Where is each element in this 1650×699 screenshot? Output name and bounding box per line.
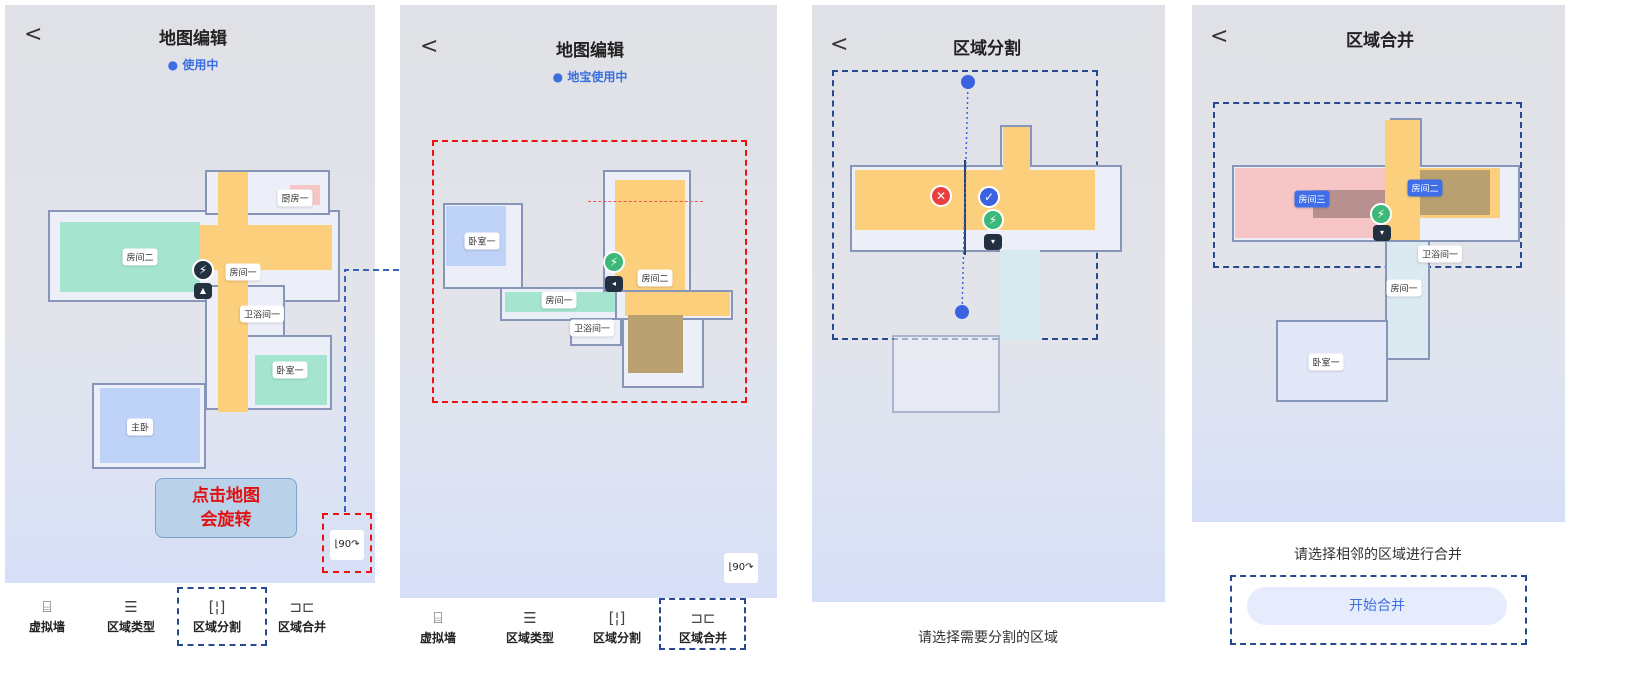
rotate-map-button[interactable]: ⌊90↷ [724,553,758,583]
merge-hint: 请选择相邻的区域进行合并 [1294,547,1462,563]
tool-label: 区域合并 [277,620,326,634]
callout-line: 会旋转 [200,510,252,530]
tool-area-merge[interactable]: ⊐⊏ 区域合并 [663,607,743,646]
split-handle[interactable] [961,75,975,89]
room-label[interactable]: 房间一 [225,263,261,281]
tool-label: 虚拟墙 [419,631,456,645]
room-label[interactable]: 房间一 [1386,279,1422,297]
rotate-highlight [322,513,372,573]
merge-highlight [659,598,746,650]
back-button[interactable]: < [830,32,849,57]
virtual-wall-icon: ⌸ [42,598,52,616]
check-icon[interactable]: ✓ [978,186,1000,208]
callout-line: 点击地图 [192,486,260,506]
start-merge-button[interactable]: 开始合并 [1247,587,1507,625]
split-highlight [177,587,267,646]
list-icon: ☰ [523,609,537,627]
robot-icon: ⚡ [192,259,214,281]
tool-area-type[interactable]: ☰ 区域类型 [91,596,171,635]
robot-icon: ⚡ [603,251,625,273]
room-label-selected[interactable]: 房间二 [1407,179,1443,197]
robot-icon: ⚡ [1370,203,1392,225]
merge-map-highlight [1213,102,1522,268]
room-label[interactable]: 卧室一 [1308,353,1344,371]
tool-virtual-wall[interactable]: ⌸ 虚拟墙 [398,607,478,646]
back-button[interactable]: < [420,34,439,59]
tool-label: 区域合并 [678,631,727,645]
room-label[interactable]: 房间一 [541,291,577,309]
split-hint: 请选择需要分割的区域 [918,630,1058,646]
room-label[interactable]: 房间二 [637,269,673,287]
room-label-selected[interactable]: 房间三 [1294,190,1330,208]
dock-icon: ▾ [984,234,1002,250]
room-label[interactable]: 房间二 [122,248,158,266]
status-text: 使用中 [182,58,219,72]
tool-area-split[interactable]: [¦] 区域分割 [177,596,257,635]
room-label[interactable]: 卫浴间一 [1417,245,1463,263]
tool-label: 区域类型 [106,620,155,634]
robot-icon: ⚡ [982,209,1004,231]
list-icon: ☰ [124,598,138,616]
room-label[interactable]: 卧室一 [464,232,500,250]
tool-virtual-wall[interactable]: ⌸ 虚拟墙 [7,596,87,635]
rotate-icon: ⌊90↷ [728,562,754,573]
merge-button-highlight [1230,575,1527,645]
status-badge: ● 使用中 [167,58,219,72]
screen-area-split [812,5,1165,602]
merge-icon: ⊐⊏ [690,609,716,627]
rotate-map-button[interactable]: ⌊90↷ [330,530,364,560]
page-title: 地图编辑 [556,41,624,61]
split-icon: [¦] [608,609,626,627]
rotated-map-highlight [432,140,747,403]
back-button[interactable]: < [1210,24,1229,49]
page-title: 区域分割 [953,39,1021,59]
room-label[interactable]: 卫浴间一 [569,319,615,337]
page-title: 区域合并 [1346,31,1414,51]
deselect-icon[interactable]: ✕ [930,185,952,207]
tool-label: 区域类型 [505,631,554,645]
status-text: 地宝使用中 [567,70,628,84]
room-label[interactable]: 厨房一 [277,189,313,207]
dock-icon: ▲ [194,283,212,299]
tool-area-type[interactable]: ☰ 区域类型 [490,607,570,646]
tool-label: 区域分割 [192,620,241,634]
room-label[interactable]: 主卧 [126,418,154,436]
tool-label: 区域分割 [592,631,641,645]
status-badge: ● 地宝使用中 [552,70,628,84]
tool-area-merge[interactable]: ⊐⊏ 区域合并 [262,596,342,635]
split-handle[interactable] [955,305,969,319]
tool-label: 虚拟墙 [28,620,65,634]
callout-bubble: 点击地图 会旋转 [155,478,297,538]
page-title: 地图编辑 [159,29,227,49]
screen-area-merge [1192,5,1565,522]
dock-icon: ◂ [605,276,623,292]
rotate-icon: ⌊90↷ [334,539,360,550]
merge-icon: ⊐⊏ [289,598,315,616]
virtual-wall-icon: ⌸ [433,609,443,627]
room-label[interactable]: 卧室一 [272,361,308,379]
dock-icon: ▾ [1373,225,1391,241]
tool-area-split[interactable]: [¦] 区域分割 [577,607,657,646]
back-button[interactable]: < [24,22,43,47]
split-icon: [¦] [208,598,226,616]
room-label[interactable]: 卫浴间一 [239,305,285,323]
